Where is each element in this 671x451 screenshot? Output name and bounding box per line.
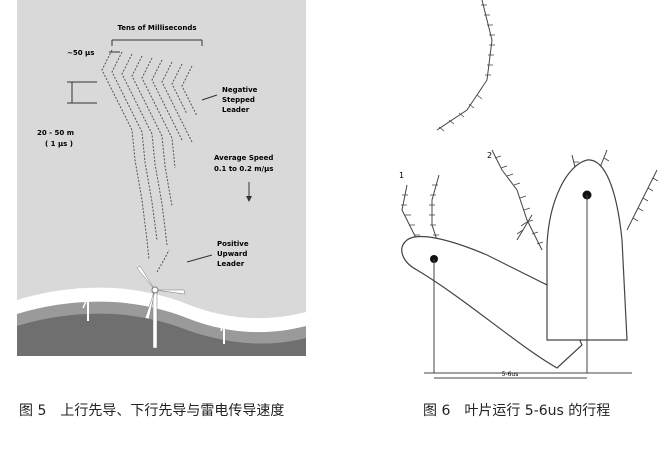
figure-6-blade-travel-diagram: 1 2 5-6us [377,0,669,385]
upward-leader [156,249,170,273]
speed-label-1: Average Speed [214,154,273,162]
negative-label-2: Stepped [222,96,255,104]
turbine-right [214,312,236,344]
track-label-2: 2 [487,151,492,160]
speed-label-2: 0.1 to 0.2 m/µs [214,165,273,173]
tens-ms-label: Tens of Milliseconds [117,24,196,32]
track-label-1: 1 [399,171,404,180]
positive-label-3: Leader [217,260,245,268]
positive-label-2: Upward [217,250,247,258]
step-length-label: 20 - 50 m [37,129,74,137]
us50-label: ~50 µs [67,49,94,57]
positive-label-1: Positive [217,240,249,248]
figure-6-caption: 图 6 叶片运行 5-6us 的行程 [423,403,611,419]
ground-dark [17,313,306,356]
turbine-large [136,265,186,349]
figure-5-caption: 图 5 上行先导、下行先导与雷电传导速度 [19,403,285,419]
figure-6-svg: 1 2 5-6us [399,0,659,379]
ground-wave-white [17,287,306,333]
figure-5-svg: Tens of Milliseconds ~50 µs 20 - 50 m ( … [17,24,306,356]
turbine-left [78,287,100,321]
figure-5-lightning-leader-diagram: Tens of Milliseconds ~50 µs 20 - 50 m ( … [17,0,306,356]
stepped-leader-paths [101,49,198,261]
track-ticks [401,4,659,246]
travel-time-label: 5-6us [502,371,519,378]
negative-label-3: Leader [222,106,250,114]
negative-label-1: Negative [222,86,258,94]
blade-tilted [401,235,583,369]
step-time-label: ( 1 µs ) [45,140,73,148]
